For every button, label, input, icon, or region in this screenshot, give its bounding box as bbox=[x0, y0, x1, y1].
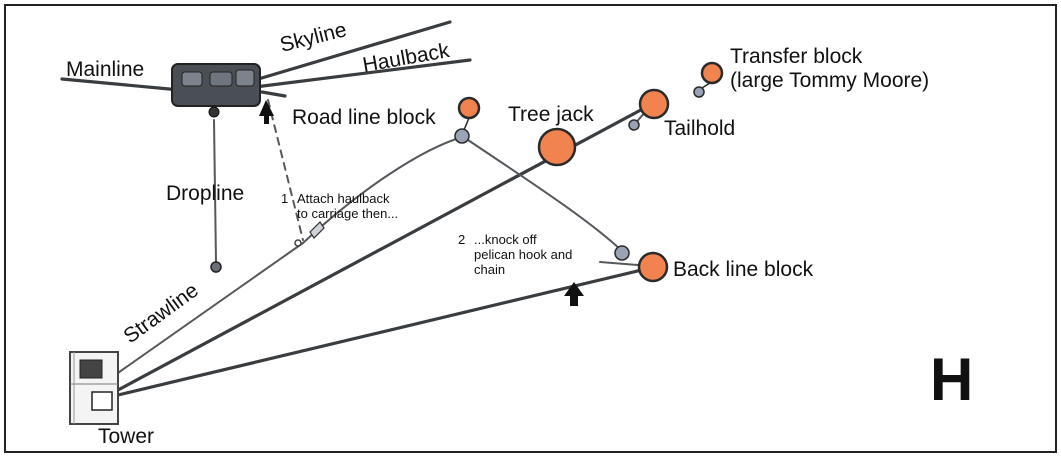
panel-letter: H bbox=[930, 346, 973, 413]
road-line-block bbox=[454, 96, 481, 144]
step-2-text-1: ...knock off bbox=[474, 232, 537, 247]
tree-jack-label: Tree jack bbox=[508, 103, 594, 126]
mainline-cable bbox=[60, 77, 182, 92]
tailhold-label: Tailhold bbox=[664, 117, 735, 140]
step-2-text-2: pelican hook and bbox=[474, 247, 572, 262]
skyline-cable bbox=[253, 20, 452, 82]
step-2-text-3: chain bbox=[474, 262, 505, 277]
tailhold-block bbox=[628, 88, 670, 131]
strawline-ring bbox=[294, 239, 302, 247]
back-line-cable bbox=[116, 266, 652, 397]
skyline-label: Skyline bbox=[278, 18, 349, 57]
transfer-block-label-1: Transfer block bbox=[730, 45, 863, 68]
back-line-block-label: Back line block bbox=[673, 258, 814, 281]
road-line-block-label: Road line block bbox=[292, 106, 436, 129]
carriage-tail-cable bbox=[260, 90, 287, 98]
back-line-block bbox=[614, 245, 669, 283]
figure-border bbox=[4, 4, 1057, 453]
haulback-dashed-path bbox=[267, 99, 304, 241]
haulback-cable bbox=[253, 58, 472, 89]
step-2-number: 2 bbox=[458, 232, 465, 247]
mainline-label: Mainline bbox=[66, 58, 144, 81]
step-1-text-2: to carriage then... bbox=[297, 206, 398, 221]
strawline-label: Strawline bbox=[119, 279, 202, 348]
strawline-cable bbox=[114, 242, 304, 376]
dropline-label: Dropline bbox=[166, 182, 244, 205]
step-1-text-1: Attach haulback bbox=[297, 191, 390, 206]
carriage bbox=[171, 63, 261, 118]
haulback-shackle bbox=[309, 221, 325, 239]
pelican-hook-arrow bbox=[564, 282, 584, 306]
tower-label: Tower bbox=[98, 425, 154, 448]
transfer-block-label-2: (large Tommy Moore) bbox=[730, 69, 929, 92]
transfer-block bbox=[693, 61, 724, 98]
dropline-cable bbox=[213, 119, 217, 263]
tower bbox=[69, 351, 119, 425]
dropline-hook bbox=[210, 261, 222, 273]
tree-jack-block bbox=[537, 127, 577, 167]
step-1-number: 1 bbox=[281, 191, 288, 206]
road-to-back-block-cable bbox=[464, 137, 624, 253]
road-line-cable bbox=[302, 136, 463, 244]
carriage-arrow bbox=[259, 100, 274, 124]
